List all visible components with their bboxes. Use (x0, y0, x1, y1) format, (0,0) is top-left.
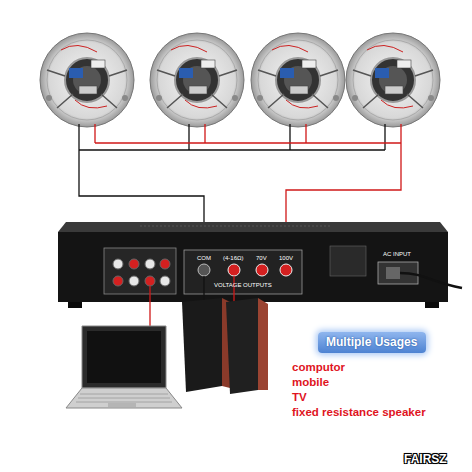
box-speakers (182, 298, 268, 394)
ceiling-speakers (40, 33, 440, 127)
terminal-label: COM (197, 255, 211, 262)
terminal-label: (4-16Ω) (223, 255, 244, 262)
usage-item: TV (292, 391, 307, 404)
usage-item: computor (292, 361, 345, 374)
amplifier (58, 222, 462, 308)
terminal-label: 70V (256, 255, 267, 262)
badge-text: Multiple Usages (326, 335, 418, 349)
terminal-label: 100V (279, 255, 293, 262)
usage-item: mobile (292, 376, 329, 389)
panel-label: VOLTAGE OUTPUTS (214, 282, 272, 289)
panel-label: AC INPUT (383, 251, 411, 258)
usage-badge: Multiple Usages (318, 332, 426, 353)
watermark: FAIRSZ (404, 453, 447, 466)
laptop (66, 326, 182, 408)
usage-item: fixed resistance speaker (292, 406, 426, 419)
